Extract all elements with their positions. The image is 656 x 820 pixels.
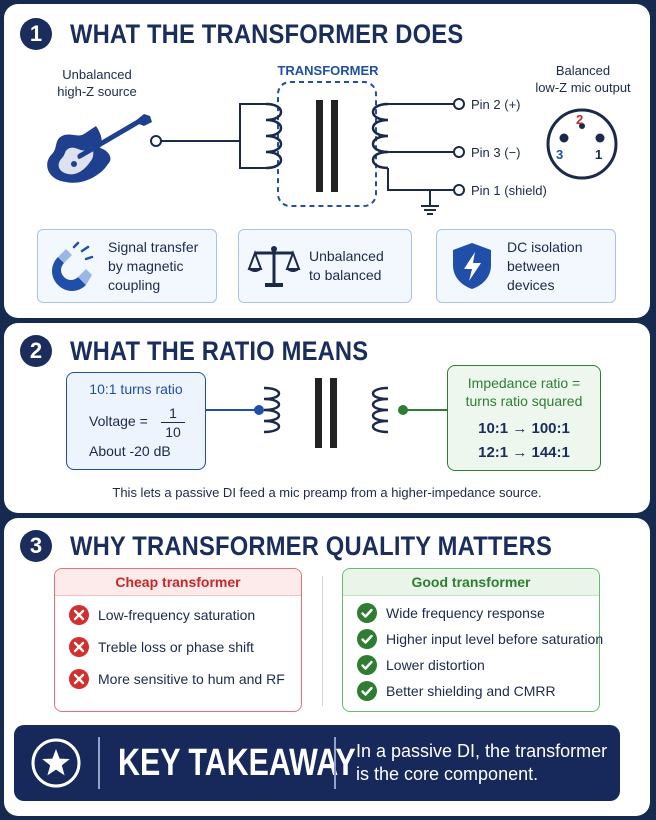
cheap-transformer-box: Cheap transformer Low-frequency saturati… [54,568,302,712]
magnet-icon [52,241,94,291]
ratio-transformer-diagram [205,378,447,448]
feature-1-text: Signal transfer by magnetic coupling [108,238,199,293]
feature-unbalanced-to-balanced: Unbalanced to balanced [238,229,412,303]
voltage-denominator: 10 [165,424,181,440]
db-note: About -20 dB [89,443,171,459]
x-circle-icon [69,605,89,625]
section-number-3: 3 [20,530,52,562]
turns-ratio-label: 10:1 turns ratio [89,381,183,397]
takeaway-heading: KEY TAKEAWAY [118,742,356,784]
section-number-2: 2 [20,335,52,367]
feature-magnetic-coupling: Signal transfer by magnetic coupling [37,229,217,303]
impedance-ratio-box: Impedance ratio = turns ratio squared 10… [447,365,601,471]
cheap-item: Treble loss or phase shift [69,637,254,657]
shield-bolt-icon [453,243,491,289]
cheap-heading: Cheap transformer [55,569,301,596]
ground-icon [421,190,439,215]
source-label: Unbalanced high-Z source [57,67,137,99]
good-transformer-box: Good transformer Wide frequency response… [342,568,603,712]
pin-1-label: Pin 1 (shield) [471,183,547,198]
good-item: Wide frequency response [357,603,545,623]
feature-3-text: DC isolation between devices [507,238,583,293]
feature-dc-isolation: DC isolation between devices [436,229,616,303]
key-takeaway-banner: KEY TAKEAWAY In a passive DI, the transf… [14,725,620,801]
voltage-label: Voltage = [89,413,148,429]
cheap-item: More sensitive to hum and RF [69,669,285,689]
check-circle-icon [357,655,377,675]
section-number-1: 1 [20,18,52,50]
turns-ratio-box: 10:1 turns ratio Voltage = 1 10 About -2… [66,372,206,470]
impedance-ratio-title: Impedance ratio = turns ratio squared [465,375,583,409]
star-icon [31,738,81,788]
good-item: Higher input level before saturation [357,629,603,649]
good-heading: Good transformer [343,569,599,596]
pin-3-label: Pin 3 (−) [471,145,521,160]
good-item: Lower distortion [357,655,485,675]
section-quality-matters: 3 WHY TRANSFORMER QUALITY MATTERS Cheap … [4,518,650,816]
impedance-example-2: 12:1 → 144:1 [478,444,570,461]
transformer-circuit-diagram: 2 3 1 [47,81,618,215]
section-what-transformer-does: 1 WHAT THE TRANSFORMER DOES Unbalanced h… [4,4,650,318]
xlr-pin-3-label: 3 [556,147,563,162]
xlr-connector-icon: 2 3 1 [546,108,618,180]
balance-scale-icon [247,246,301,287]
check-circle-icon [357,629,377,649]
takeaway-divider [98,737,100,789]
section-1-title: WHAT THE TRANSFORMER DOES [70,19,464,49]
output-label: Balanced low-Z mic output [535,63,631,95]
check-circle-icon [357,603,377,623]
pin-2-label: Pin 2 (+) [471,97,521,112]
check-circle-icon [357,681,377,701]
good-item: Better shielding and CMRR [357,681,556,701]
feature-2-text: Unbalanced to balanced [309,248,384,283]
cheap-item: Low-frequency saturation [69,605,255,625]
x-circle-icon [69,637,89,657]
impedance-example-1: 10:1 → 100:1 [478,420,570,437]
xlr-pin-1-label: 1 [595,147,602,162]
section-3-title: WHY TRANSFORMER QUALITY MATTERS [70,531,552,561]
section-2-title: WHAT THE RATIO MEANS [70,336,369,366]
section-what-ratio-means: 2 WHAT THE RATIO MEANS 10:1 turns ratio … [4,323,650,513]
column-divider [322,576,323,706]
xlr-pin-2-label: 2 [576,112,583,127]
voltage-fraction: 1 10 [161,405,185,440]
takeaway-text: In a passive DI, the transformer is the … [356,741,608,784]
ratio-caption: This lets a passive DI feed a mic preamp… [112,485,542,500]
transformer-label: TRANSFORMER [277,63,379,78]
x-circle-icon [69,669,89,689]
guitar-icon [47,114,152,183]
takeaway-divider [334,737,336,789]
voltage-numerator: 1 [169,405,177,421]
